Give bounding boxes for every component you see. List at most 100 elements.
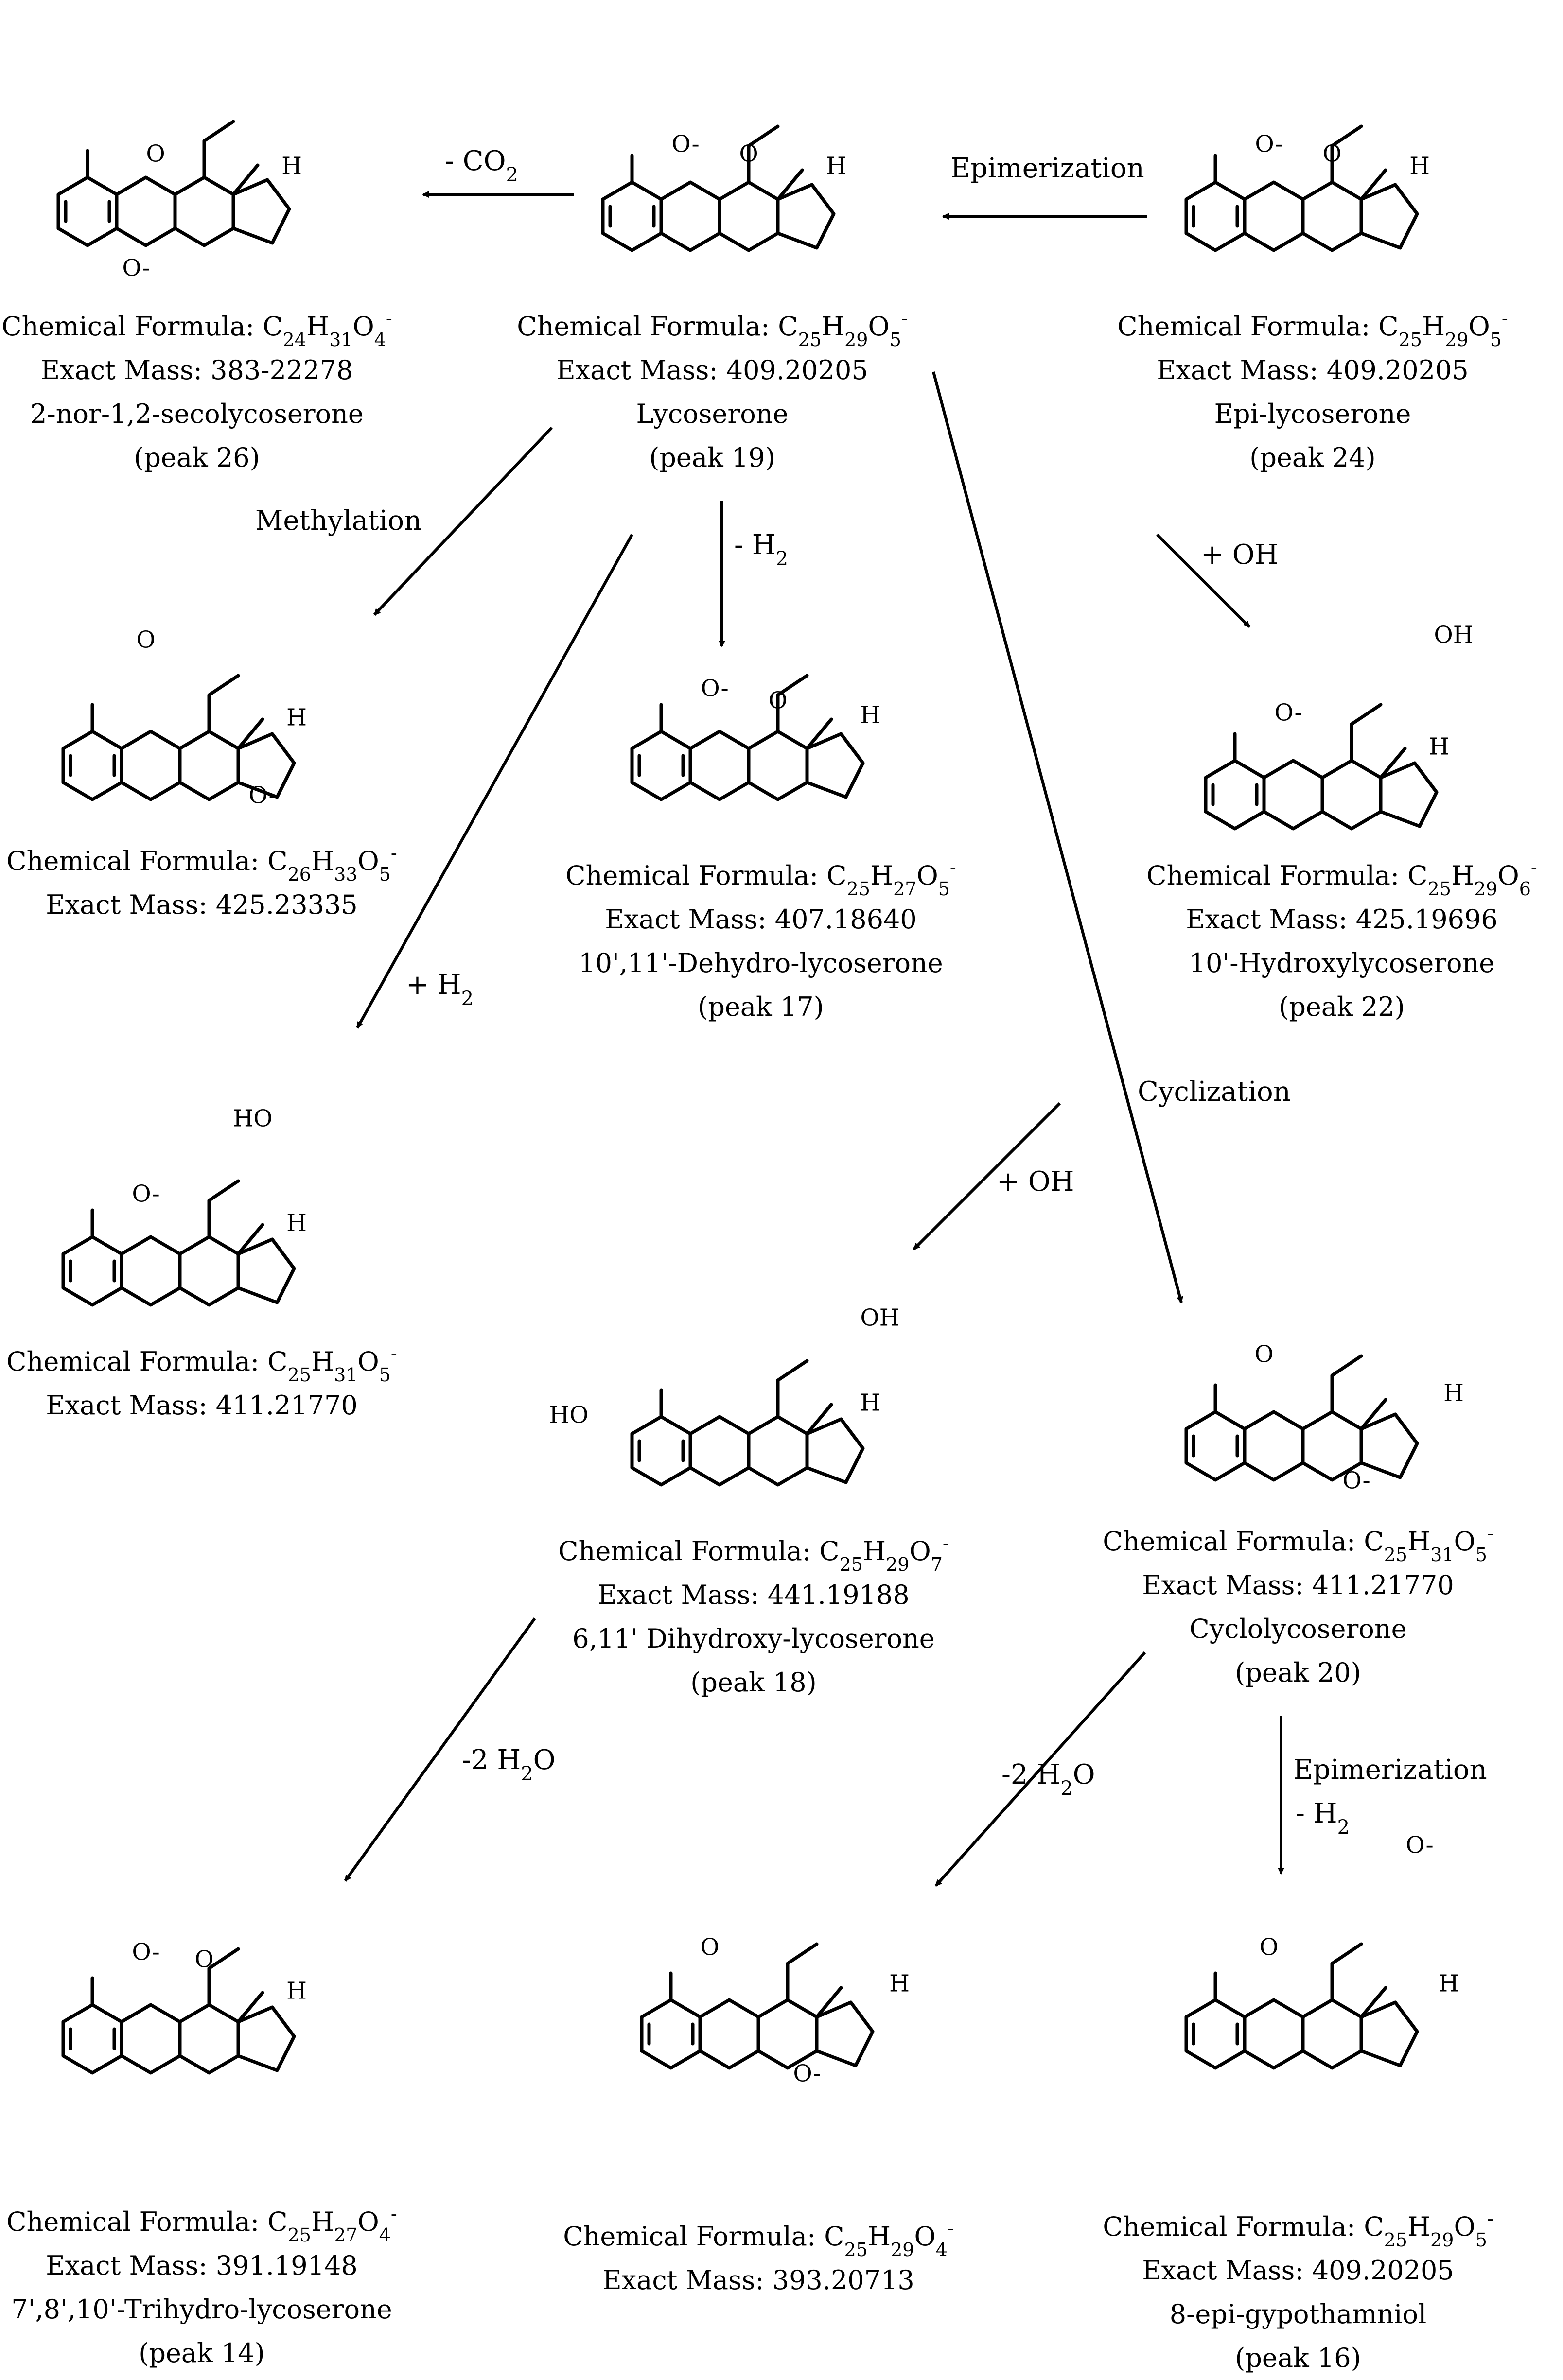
oxygen-label: O: [1259, 1934, 1278, 1961]
hydrogen-label: H: [1439, 1970, 1459, 1998]
structure-peak-14: O- O H: [63, 1939, 307, 2073]
reaction-label-hydrogenation: + H2: [406, 969, 474, 1010]
mass-dehydrated: Exact Mass: 393.20713: [602, 2265, 914, 2295]
reaction-label-dehydration-1: -2 H2O: [462, 1744, 556, 1785]
reaction-label-methylation: Methylation: [255, 505, 421, 537]
oxyanion-label: O-: [1274, 699, 1302, 727]
formula-dehydrated: Chemical Formula: C25H29O4-: [563, 2218, 954, 2260]
oxygen-label: O: [1254, 1341, 1273, 1368]
formula-methylated: Chemical Formula: C26H33O5-: [6, 842, 397, 885]
oxygen-label: O: [739, 140, 758, 168]
name-peak-22: 10'-Hydroxylycoserone: [1189, 948, 1495, 978]
peak-label-20: (peak 20): [1235, 1657, 1361, 1688]
mass-peak-19: Exact Mass: 409.20205: [556, 355, 868, 385]
formula-peak-20: Chemical Formula: C25H31O5-: [1103, 1523, 1493, 1565]
oxygen-label: O: [768, 687, 787, 714]
name-peak-26: 2-nor-1,2-secolycoserone: [30, 399, 364, 429]
oxyanion-label: O-: [671, 131, 699, 158]
structure-peak-22: O- OH H: [1206, 622, 1474, 829]
mass-hydrogenated: Exact Mass: 411.21770: [46, 1390, 357, 1421]
arrow-dehydration-2: [934, 1651, 1146, 1887]
oxygen-label: O: [1322, 140, 1341, 168]
structure-hydrogenated: HO O- H: [63, 1105, 307, 1305]
hydrogen-label: H: [286, 1210, 307, 1237]
arrow-hydroxylation-2: [913, 1102, 1061, 1251]
formula-peak-19: Chemical Formula: C25H29O5-: [517, 308, 908, 350]
reaction-label-dehydrogenation-bottom: - H2: [1296, 1798, 1350, 1839]
name-peak-19: Lycoserone: [636, 399, 789, 429]
hydrogen-label: H: [281, 153, 302, 180]
mass-peak-16: Exact Mass: 409.20205: [1142, 2255, 1454, 2286]
hydrogen-label: H: [286, 1978, 307, 2005]
name-peak-17: 10',11'-Dehydro-lycoserone: [579, 948, 943, 978]
hydrogen-label: H: [826, 153, 846, 180]
hydroxyl-label: OH: [860, 1304, 899, 1332]
structure-dehydrated: O O- H: [642, 1934, 910, 2087]
reaction-label-epimerization-bottom: Epimerization: [1293, 1754, 1487, 1786]
oxyanion-label: O-: [701, 675, 728, 702]
mass-peak-18: Exact Mass: 441.19188: [597, 1580, 909, 1610]
mass-peak-20: Exact Mass: 411.21770: [1142, 1570, 1454, 1600]
hydroxyl-label: HO: [233, 1105, 272, 1132]
name-peak-18: 6,11' Dihydroxy-lycoserone: [572, 1623, 934, 1654]
structure-peak-16: O- O H: [1186, 1832, 1459, 2068]
methoxy-label: O: [136, 626, 155, 654]
peak-label-16: (peak 16): [1235, 2343, 1361, 2373]
formula-peak-14: Chemical Formula: C25H27O4-: [6, 2203, 397, 2246]
structure-peak-18: HO OH H: [549, 1304, 900, 1485]
oxyanion-label: O-: [248, 782, 276, 809]
hydrogen-label: H: [1409, 153, 1430, 180]
hydroxyl-label: OH: [1434, 622, 1473, 649]
name-peak-16: 8-epi-gypothamniol: [1170, 2299, 1427, 2329]
reaction-label-hydroxylation-1: + OH: [1201, 539, 1278, 571]
peak-label-14: (peak 14): [139, 2338, 264, 2368]
name-peak-24: Epi-lycoserone: [1214, 399, 1411, 429]
mass-methylated: Exact Mass: 425.23335: [46, 889, 357, 920]
name-peak-14: 7',8',10'-Trihydro-lycoserone: [11, 2294, 392, 2325]
formula-peak-16: Chemical Formula: C25H29O5-: [1103, 2208, 1493, 2251]
oxyanion-label: O-: [132, 1181, 159, 1208]
formula-peak-18: Chemical Formula: C25H29O7-: [558, 1532, 949, 1575]
peak-label-18: (peak 18): [690, 1667, 816, 1698]
oxyanion-label: O-: [1405, 1832, 1433, 1859]
arrow-hydrogenation: [356, 534, 633, 1029]
hydrogen-label: H: [1443, 1380, 1464, 1407]
peak-label-22: (peak 22): [1279, 991, 1405, 1022]
reaction-label-decarboxylation: - CO2: [445, 145, 518, 186]
peak-label-24: (peak 24): [1249, 442, 1375, 473]
arrow-cyclization: [932, 371, 1183, 1303]
oxyanion-label: O-: [1342, 1467, 1370, 1494]
reaction-label-hydroxylation-2: + OH: [997, 1166, 1074, 1198]
reaction-label-dehydrogenation: - H2: [734, 529, 788, 570]
formula-peak-17: Chemical Formula: C25H27O5-: [565, 857, 956, 900]
hydrogen-label: H: [889, 1970, 910, 1998]
hydrogen-label: H: [286, 704, 307, 731]
peak-label-26: (peak 26): [134, 442, 260, 473]
formula-peak-26: Chemical Formula: C24H31O4-: [1, 308, 392, 350]
mass-peak-26: Exact Mass: 383-22278: [41, 355, 353, 385]
formula-peak-24: Chemical Formula: C25H29O5-: [1117, 308, 1508, 350]
hydroxyl-label: HO: [549, 1402, 588, 1429]
arrow-hydroxylation-1: [1156, 533, 1251, 628]
peak-label-17: (peak 17): [698, 991, 824, 1022]
structure-methylated: O O- H: [63, 626, 307, 809]
oxygen-label: O: [146, 140, 165, 168]
structure-peak-20: O O- H: [1186, 1341, 1464, 1494]
structure-peak-26: O O- H: [58, 122, 302, 282]
structure-peak-19: O- O H: [603, 126, 846, 250]
peak-label-19: (peak 19): [649, 442, 775, 473]
structure-peak-24: O- O H: [1186, 126, 1430, 250]
formula-hydrogenated: Chemical Formula: C25H31O5-: [6, 1343, 397, 1386]
hydrogen-label: H: [860, 1390, 880, 1417]
mass-peak-14: Exact Mass: 391.19148: [46, 2250, 357, 2281]
oxyanion-label: O-: [122, 255, 150, 282]
name-peak-20: Cyclolycoserone: [1189, 1614, 1406, 1644]
structure-peak-17: O- O H: [632, 675, 880, 800]
oxyanion-label: O-: [1255, 131, 1282, 158]
oxygen-label: O: [194, 1946, 213, 1973]
reaction-label-cyclization: Cyclization: [1138, 1076, 1291, 1108]
oxyanion-label: O-: [793, 2060, 821, 2087]
oxyanion-label: O-: [132, 1939, 159, 1966]
oxygen-label: O: [700, 1934, 719, 1961]
